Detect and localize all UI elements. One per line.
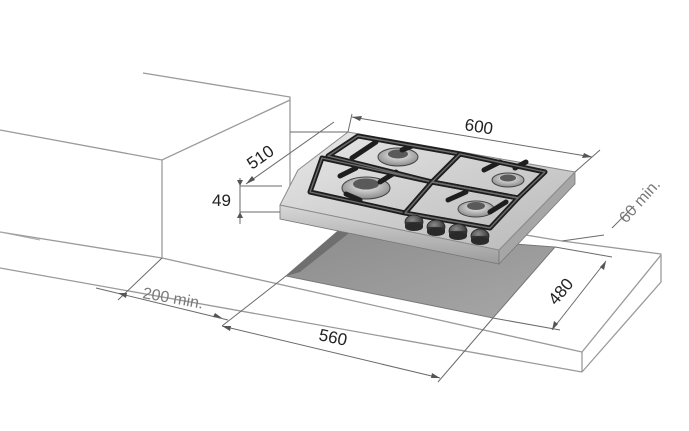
dimension-cutout-width: 560: [221, 317, 494, 383]
gas-hob: [279, 131, 577, 266]
burner-back-left: [377, 147, 419, 167]
burner-front-right: [457, 200, 495, 218]
dimension-hob-height: 49: [212, 178, 282, 224]
knob-4: [470, 228, 490, 245]
dimension-back-clearance: 60 min.: [561, 176, 664, 242]
dimension-hob-width: 600: [347, 113, 601, 173]
pan-support-right: [402, 151, 548, 231]
hob-height-label: 49: [212, 191, 231, 210]
burner-back-right: [491, 172, 525, 188]
back-clearance-label: 60 min.: [616, 176, 664, 226]
side-clearance-label: 200 min.: [141, 285, 204, 312]
side-cabinet: [0, 72, 291, 259]
knob-3: [448, 223, 468, 240]
control-knobs: [404, 214, 490, 245]
hob-width-label: 600: [463, 115, 494, 138]
dimension-side-clearance: 200 min.: [95, 257, 287, 327]
knob-1: [404, 214, 424, 231]
cutout-shadow: [286, 231, 349, 276]
knob-2: [426, 219, 446, 236]
hob-depth-label: 510: [243, 141, 277, 173]
